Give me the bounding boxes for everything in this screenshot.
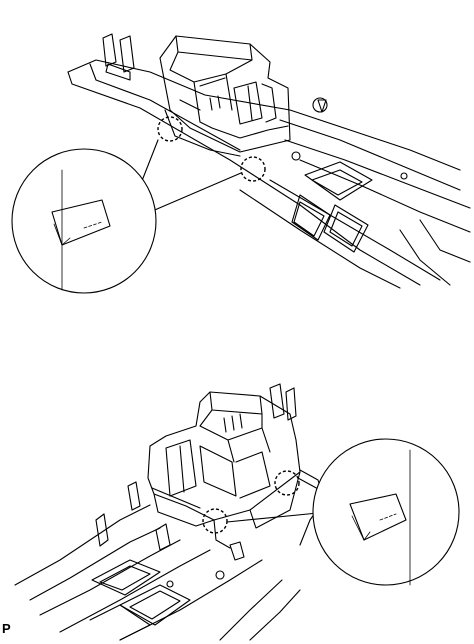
bottom-magnifier [312,438,460,586]
bottom-panel [14,383,460,641]
reference-code: P [2,621,11,636]
top-magnifier [11,148,157,294]
bottom-leader-lines [226,477,321,523]
top-box [159,35,291,157]
bottom-posts [95,383,297,551]
top-panel [11,33,471,294]
bottom-callout-circles [202,470,300,534]
bottom-box [147,391,301,549]
top-console-tray [67,59,471,289]
top-callout-circles [157,116,266,182]
top-left-posts [102,33,135,81]
bottom-console-tray [14,469,325,641]
